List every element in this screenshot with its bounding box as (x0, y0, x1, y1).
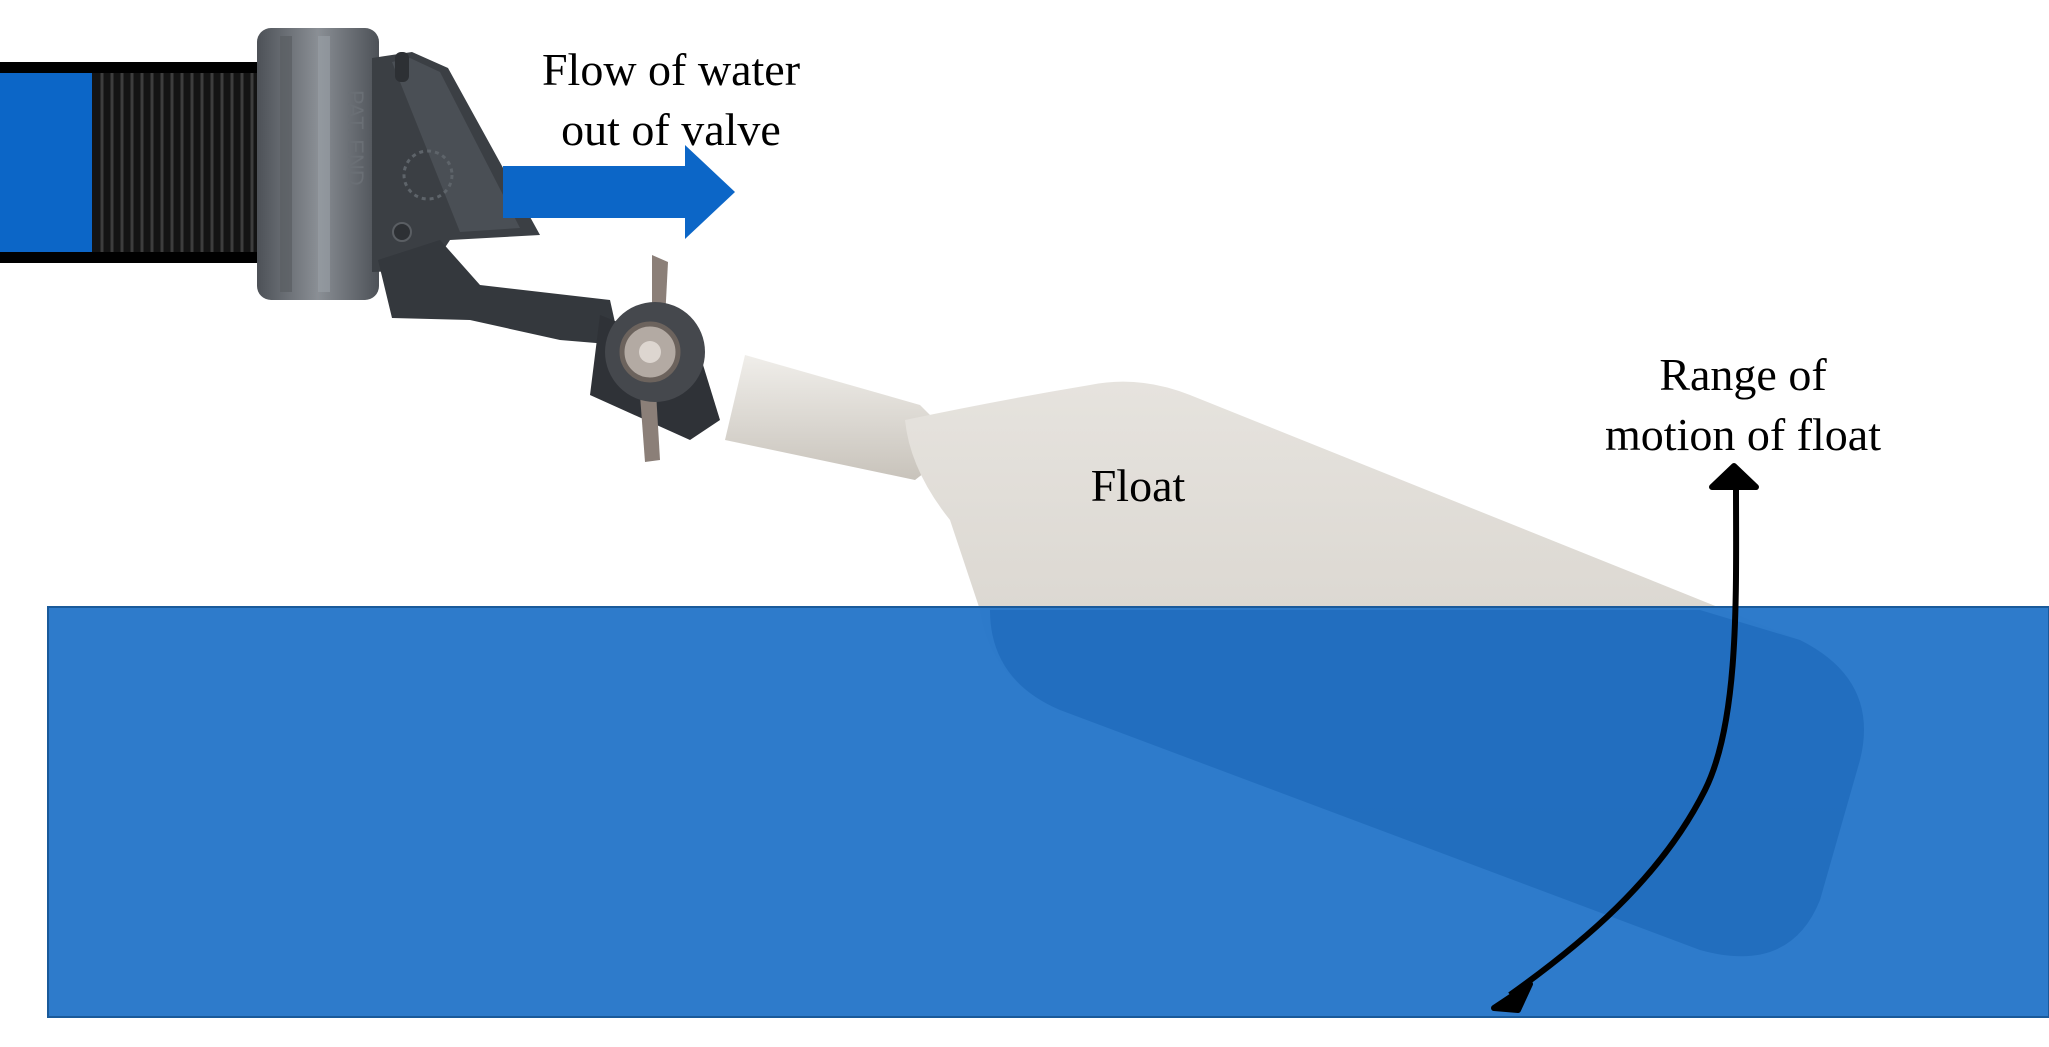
valve-marking: PAT. END. (343, 90, 368, 192)
inlet-pipe (0, 62, 262, 263)
valve-body: PAT. END. (343, 52, 540, 272)
float-sleeve (725, 355, 960, 480)
valve-nut (257, 28, 379, 300)
flow-label-line2: out of valve (561, 104, 781, 155)
float-label: Float (1090, 460, 1186, 511)
flow-label: Flow of water out of valve (520, 40, 822, 160)
flow-label-line1: Flow of water (541, 44, 801, 95)
wing-nut (605, 255, 705, 462)
pipe-threads (92, 73, 262, 252)
float-submerged (990, 610, 1864, 957)
range-label: Range of motion of float (1580, 345, 1906, 465)
valve-dial-icon (402, 149, 454, 201)
flow-arrow-icon (503, 145, 735, 239)
valve-screw-icon (392, 222, 412, 242)
water-outline (47, 606, 2049, 1018)
range-label-line1: Range of (1659, 349, 1827, 400)
range-label-line2: motion of float (1605, 409, 1881, 460)
pipe-fill (0, 70, 95, 256)
pipe-bottom-wall (0, 252, 262, 263)
pipe-top-wall (0, 62, 262, 73)
range-arrow-icon (1491, 463, 1759, 1013)
